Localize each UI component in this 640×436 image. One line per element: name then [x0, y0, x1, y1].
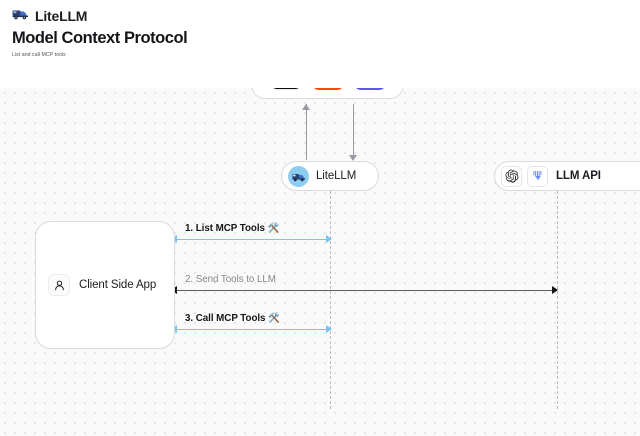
node-llm-api[interactable]: LLM API [494, 161, 640, 191]
arrowhead-down [349, 154, 358, 161]
message-2-label: 2. Send Tools to LLM [185, 274, 276, 285]
brand-name: LiteLLM [35, 8, 88, 24]
litellm-truck-icon [288, 165, 309, 187]
arrow-line [353, 104, 354, 160]
truck-icon [12, 7, 29, 25]
lifeline-llm-api [557, 191, 558, 409]
lifeline-litellm [330, 191, 331, 409]
openai-icon [501, 165, 522, 187]
node-llm-api-label: LLM API [556, 170, 601, 182]
node-litellm[interactable]: LiteLLM [281, 161, 379, 191]
message-3-label: 3. Call MCP Tools 🛠️ [185, 313, 280, 324]
tools-icon: 🛠️ [268, 313, 280, 324]
message-line [171, 239, 331, 240]
brand: LiteLLM [12, 7, 87, 25]
message-line [171, 329, 331, 330]
node-litellm-label: LiteLLM [316, 170, 357, 182]
arrow-line [306, 104, 307, 160]
tools-icon: 🛠️ [267, 223, 280, 234]
node-client-side-app-label: Client Side App [79, 279, 157, 291]
canvas-dot-grid [0, 88, 640, 436]
message-1-text: 1. List MCP Tools [185, 223, 265, 234]
message-3-text: 3. Call MCP Tools [185, 313, 266, 324]
page-header: LiteLLM Model Context Protocol List and … [0, 0, 640, 88]
arrowhead-right [325, 325, 332, 334]
page-title: Model Context Protocol [12, 29, 188, 47]
message-line [171, 290, 557, 291]
arrowhead-up [302, 103, 311, 110]
page-subtitle: List and call MCP tools [12, 52, 66, 58]
person-icon [48, 274, 70, 296]
arrowhead-right [325, 235, 332, 244]
arrowhead-right [551, 286, 558, 295]
node-client-side-app[interactable]: Client Side App [35, 221, 175, 349]
anthropic-icon [527, 165, 548, 187]
message-1-label: 1. List MCP Tools 🛠️ [185, 223, 279, 234]
